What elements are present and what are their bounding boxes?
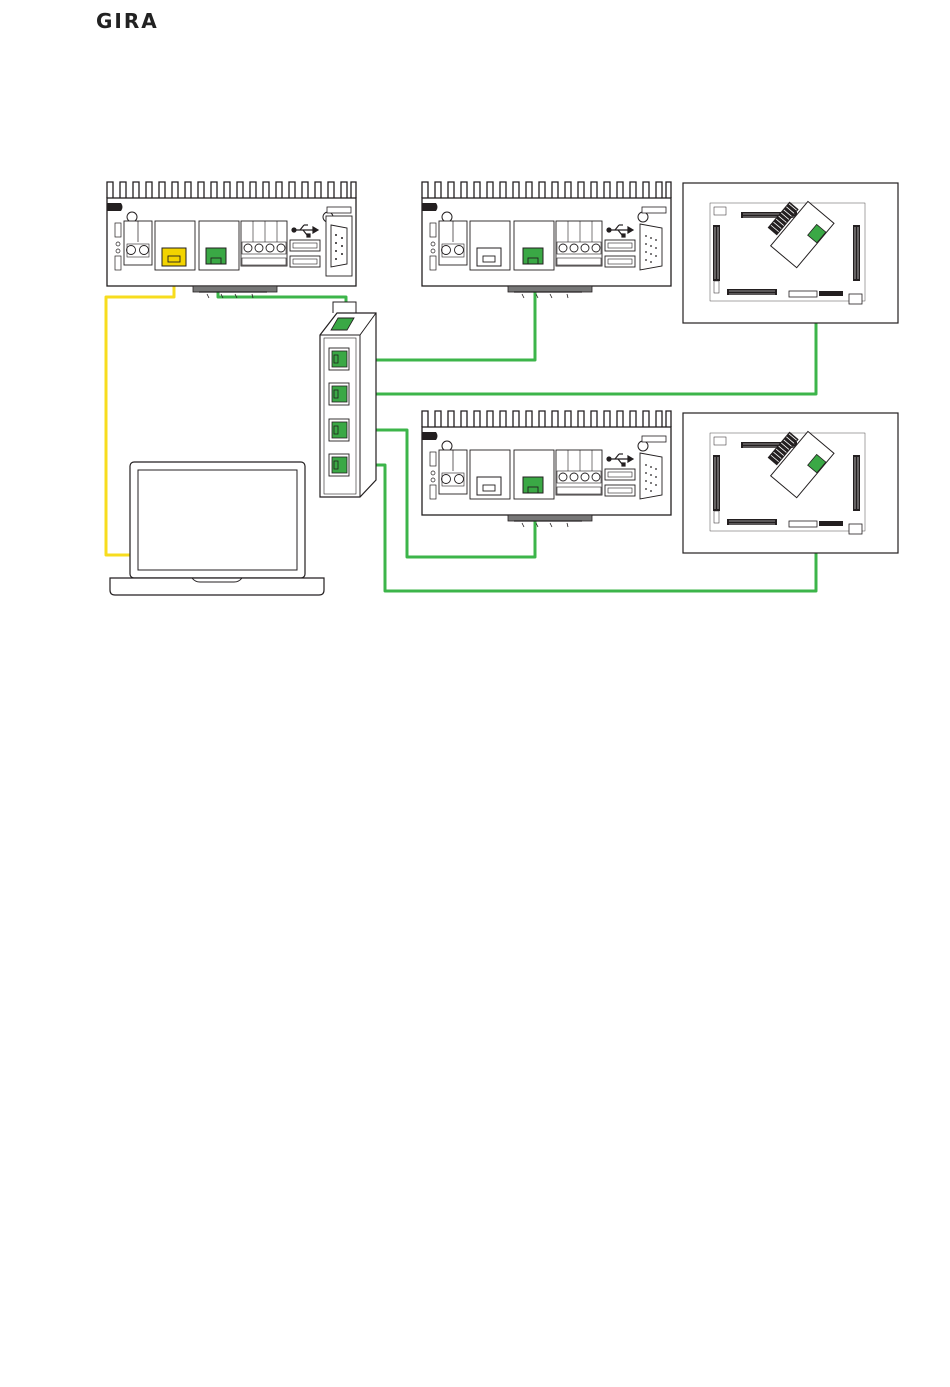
network-switch — [320, 302, 376, 497]
switch-port-2 — [329, 383, 349, 405]
server-2 — [422, 182, 671, 298]
switch-port-3 — [329, 419, 349, 441]
touch-panel-2 — [683, 413, 898, 553]
switch-port-4 — [329, 454, 349, 476]
server-3 — [422, 411, 671, 527]
server-1 — [107, 182, 356, 298]
touch-panel-1 — [683, 183, 898, 323]
switch-port-1 — [329, 348, 349, 370]
laptop — [110, 462, 324, 595]
